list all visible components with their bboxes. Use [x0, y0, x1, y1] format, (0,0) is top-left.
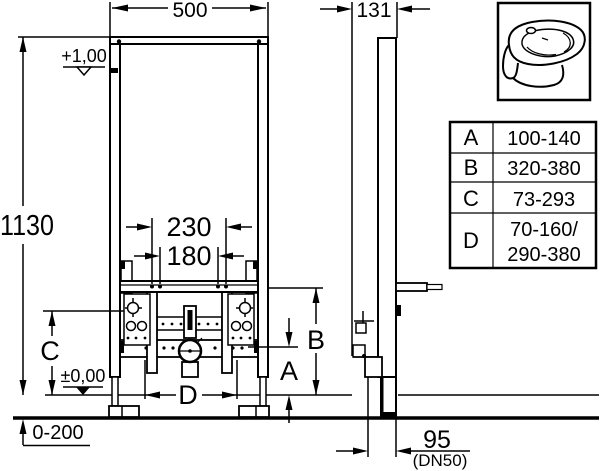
- drain-nominal-label: (DN50): [413, 451, 468, 470]
- dim-d-label: D: [178, 380, 198, 410]
- support-rail: [119, 260, 259, 294]
- foot-left: [108, 405, 140, 418]
- level-zero-label: ±0,00: [61, 366, 106, 386]
- plate-rivets: [161, 322, 219, 326]
- frame-tube-left: [109, 36, 121, 378]
- dim-depth-131: 131: [320, 0, 430, 38]
- dim-rail-inner-180: 180: [134, 241, 244, 284]
- level-upper-label: +1,00: [61, 46, 107, 66]
- bidet-icon: [496, 1, 592, 102]
- dim-c-label: C: [40, 336, 60, 366]
- leg-right: [259, 376, 267, 407]
- spec-table: A 100-140 B 320-380 C 73-293 D 70-160/ 2…: [448, 120, 598, 270]
- dim-b-label: B: [307, 325, 325, 355]
- table-row-d-value-2: 290-380: [507, 244, 580, 266]
- wall-anchor-arm: [395, 282, 428, 292]
- corner-screw-right: [256, 39, 262, 44]
- table-row-b-label: B: [464, 155, 479, 180]
- table-row-b-value: 320-380: [507, 158, 580, 180]
- foot-right: [238, 405, 270, 418]
- dim-height-1130: 1130: [0, 36, 110, 395]
- table-row-d-value-1: 70-160/: [510, 219, 578, 241]
- table-row-a-label: A: [464, 125, 479, 150]
- drain-offset-label: 95: [423, 426, 451, 454]
- leg-left: [111, 376, 119, 407]
- dim-c: C: [40, 310, 124, 395]
- corner-screw-left: [116, 39, 122, 44]
- floor-lines: [13, 394, 599, 420]
- dim-width-label: 500: [172, 0, 207, 22]
- dim-rail-inner-label: 180: [166, 241, 211, 271]
- dim-drain-offset-95: 95 (DN50): [336, 419, 470, 470]
- dim-d: D: [144, 360, 238, 410]
- floor-buildup-label: 0-200: [32, 422, 83, 444]
- side-rail-tube: [377, 37, 397, 378]
- table-row-c-value: 73-293: [513, 189, 575, 211]
- frame-top-bar: [109, 36, 269, 45]
- dim-rail-outer-230: 230: [126, 212, 252, 284]
- table-row-a-value: 100-140: [507, 128, 580, 150]
- mounting-bracket-left: [123, 293, 151, 346]
- drain-fitting: [177, 305, 203, 378]
- level-mark-zero: ±0,00: [61, 366, 106, 395]
- dim-rail-outer-label: 230: [166, 212, 211, 242]
- side-view-frame: [351, 2, 443, 418]
- table-row-c-label: C: [463, 186, 479, 211]
- frame-tube-right: [257, 36, 269, 378]
- table-row-d-label: D: [463, 228, 479, 253]
- wall-anchor-rod: [426, 283, 443, 291]
- dim-depth-label: 131: [356, 0, 391, 22]
- dim-width-500: 500: [109, 0, 269, 36]
- dim-floor-buildup: 0-200: [19, 419, 90, 447]
- drain-bend: [364, 356, 383, 378]
- dim-height-label: 1130: [0, 210, 54, 242]
- dim-b: B: [268, 287, 325, 395]
- mounting-bracket-right: [227, 293, 255, 346]
- level-mark-upper: +1,00: [61, 46, 107, 77]
- dim-a: A: [248, 318, 298, 423]
- dim-a-label: A: [280, 356, 298, 386]
